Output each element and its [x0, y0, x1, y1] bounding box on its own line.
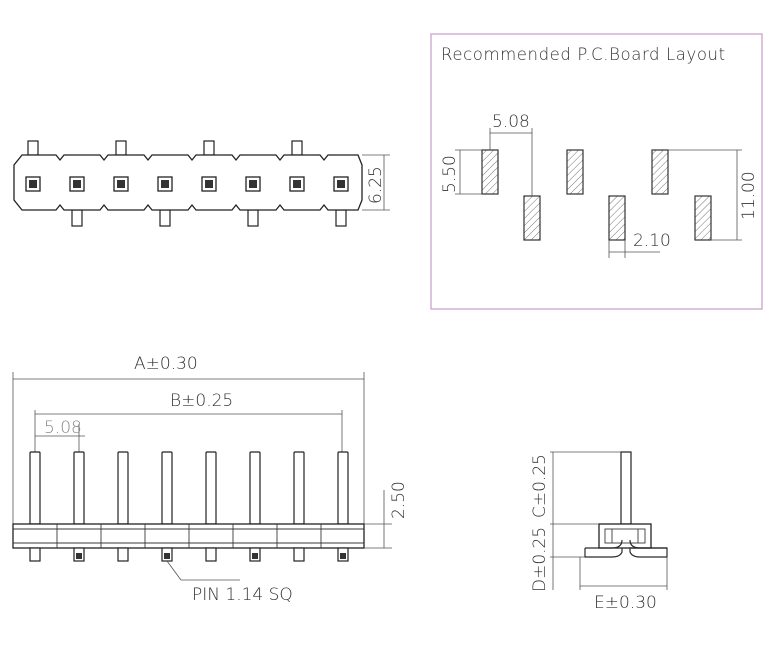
front-view-housing	[12, 523, 365, 549]
side-view-lower-dimension: D±0.25	[530, 524, 585, 592]
top-view-pin-squares	[25, 176, 349, 192]
side-view-foot-label: E±0.30	[594, 593, 657, 613]
front-view-span-label: B±0.25	[170, 391, 233, 411]
front-view-pin-leader: PIN 1.14 SQ	[166, 560, 293, 605]
pcb-row-spacing-label: 11.00	[739, 171, 759, 220]
top-view: 6.25	[13, 140, 390, 227]
side-view-upper-dimension: C±0.25	[530, 451, 621, 525]
front-view-pins	[29, 451, 349, 525]
top-view-height-label: 6.25	[366, 166, 386, 204]
pcb-layout-panel: Recommended P.C.Board Layout 5.08 5.50	[430, 33, 763, 310]
side-view-foot	[584, 539, 668, 558]
pcb-pad-width-label: 2.10	[633, 231, 671, 251]
top-view-lower-pins	[71, 209, 347, 227]
pcb-pad-width-dimension: 2.10	[608, 231, 671, 258]
front-view-span-dimension: B±0.25	[34, 391, 343, 452]
pcb-layout-title: Recommended P.C.Board Layout	[441, 45, 726, 64]
front-view-overall-dimension: A±0.30	[12, 354, 365, 528]
front-view-pitch-dimension: 5.08	[35, 418, 85, 452]
side-view-upper-label: C±0.25	[530, 454, 550, 518]
front-view-bottom-stubs	[29, 547, 349, 562]
front-view-body-height-label: 2.50	[389, 481, 409, 519]
pcb-pitch-dimension: 5.08	[489, 112, 533, 196]
pcb-pad-height-dimension: 5.50	[440, 149, 482, 195]
pcb-pitch-label: 5.08	[492, 112, 530, 132]
side-view-pin	[620, 451, 632, 525]
top-view-housing	[13, 154, 363, 211]
side-view-foot-dimension: E±0.30	[579, 557, 668, 613]
top-view-upper-pins	[27, 140, 303, 156]
front-view-overall-label: A±0.30	[134, 354, 198, 374]
side-view: C±0.25 D±0.25 E±0.30	[530, 451, 668, 613]
top-view-height-dimension: 6.25	[362, 154, 390, 211]
pcb-layout-frame	[430, 33, 763, 310]
front-view-body-height-dimension: 2.50	[364, 481, 409, 549]
front-view: A±0.30 B±0.25 5.08	[12, 354, 409, 605]
pcb-pad-height-label: 5.50	[440, 155, 460, 193]
pcb-pads	[481, 149, 712, 241]
pcb-row-spacing-dimension: 11.00	[668, 149, 759, 241]
front-view-pitch-label: 5.08	[44, 418, 82, 438]
side-view-housing	[598, 523, 652, 549]
front-view-pin-note: PIN 1.14 SQ	[192, 585, 293, 605]
side-view-lower-label: D±0.25	[530, 527, 550, 592]
